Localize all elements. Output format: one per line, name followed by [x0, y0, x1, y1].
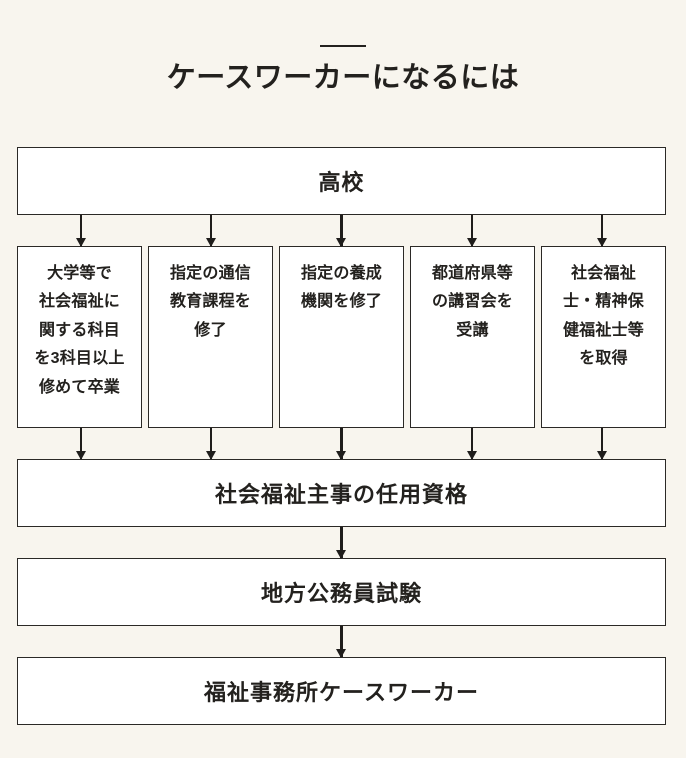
arrow-head	[596, 451, 607, 460]
arrow-head	[336, 649, 346, 658]
arrow-shaft	[79, 215, 83, 246]
flow-node-label: 指定の通信 教育課程を 修了	[169, 265, 251, 339]
arrow-shaft	[340, 215, 343, 246]
flow-node-correspondence-course: 指定の通信 教育課程を 修了	[148, 246, 273, 428]
flow-node-civil-service-exam: 地方公務員試験	[17, 558, 666, 626]
flow-node-label: 地方公務員試験	[260, 581, 422, 606]
flow-node-welfare-office-caseworker: 福祉事務所ケースワーカー	[17, 657, 666, 725]
arrow-head	[336, 238, 346, 247]
connector-row-to-final	[17, 626, 666, 658]
arrow-shaft	[600, 215, 604, 246]
arrow-head	[336, 550, 346, 559]
arrow-shaft	[340, 428, 343, 459]
arrow-shaft	[79, 428, 83, 459]
arrow-head	[75, 451, 86, 460]
arrow-head	[336, 451, 346, 460]
arrow-head	[205, 451, 216, 460]
flow-node-label: 大学等で 社会福祉に 関する科目 を3科目以上 修めて卒業	[34, 265, 125, 396]
flow-node-label: 福祉事務所ケースワーカー	[204, 680, 479, 705]
flowchart-container: 高校	[17, 147, 666, 725]
flow-node-training-institution: 指定の養成 機関を修了	[279, 246, 404, 428]
arrow-head	[75, 238, 86, 247]
flow-node-university-credits: 大学等で 社会福祉に 関する科目 を3科目以上 修めて卒業	[17, 246, 142, 428]
arrow-head	[596, 238, 607, 247]
arrow-head	[205, 238, 216, 247]
flow-node-label: 社会福祉主事の任用資格	[214, 482, 468, 507]
arrow-shaft	[340, 527, 343, 558]
connector-row-to-exam	[17, 527, 666, 559]
flow-node-prefectural-seminar: 都道府県等 の講習会を 受講	[410, 246, 535, 428]
arrow-shaft	[470, 428, 474, 459]
connector-row-branch	[17, 215, 666, 247]
arrow-head	[466, 451, 477, 460]
arrow-shaft	[470, 215, 474, 246]
arrow-shaft	[600, 428, 604, 459]
flow-node-label: 指定の養成 機関を修了	[300, 265, 382, 311]
page-header: ケースワーカーになるには	[0, 0, 686, 96]
flow-node-label: 高校	[318, 170, 365, 195]
arrow-shaft	[209, 428, 213, 459]
flow-node-label: 都道府県等 の講習会を 受講	[431, 265, 513, 339]
flow-node-appointment-qualification: 社会福祉主事の任用資格	[17, 459, 666, 527]
arrow-shaft	[340, 626, 343, 657]
flow-node-high-school: 高校	[17, 147, 666, 215]
arrow-shaft	[209, 215, 213, 246]
connector-row-merge	[17, 428, 666, 460]
flow-branch-row: 大学等で 社会福祉に 関する科目 を3科目以上 修めて卒業 指定の通信 教育課程…	[17, 246, 666, 428]
flow-node-social-worker-license: 社会福祉 士・精神保 健福祉士等 を取得	[541, 246, 666, 428]
page-title: ケースワーカーになるには	[166, 62, 520, 94]
title-rule-decoration	[320, 45, 366, 47]
arrow-head	[466, 238, 477, 247]
flow-node-label: 社会福祉 士・精神保 健福祉士等 を取得	[562, 265, 644, 368]
